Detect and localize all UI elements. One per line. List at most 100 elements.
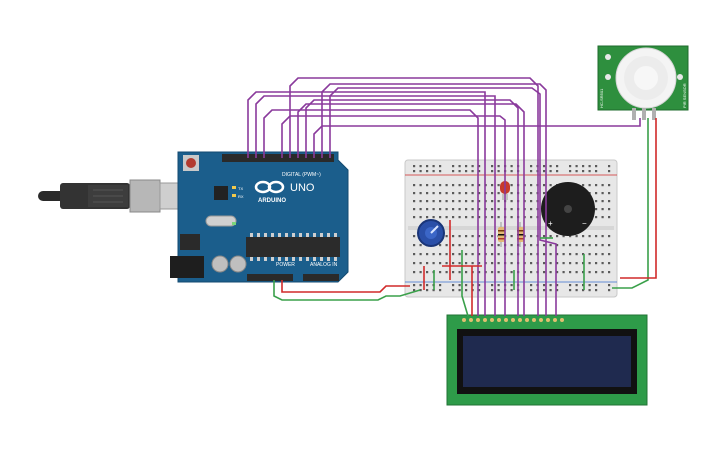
breadboard-hole: [432, 192, 435, 195]
breadboard-hole: [478, 170, 481, 173]
breadboard-hole: [471, 262, 474, 265]
breadboard-hole: [458, 289, 461, 292]
breadboard-hole: [543, 170, 546, 173]
usb-cable: [38, 179, 179, 213]
breadboard-hole: [413, 244, 416, 247]
breadboard-hole: [439, 289, 442, 292]
breadboard-hole: [491, 262, 494, 265]
breadboard-hole: [595, 200, 598, 203]
breadboard-hole: [595, 235, 598, 238]
breadboard-hole: [439, 244, 442, 247]
breadboard-hole: [439, 192, 442, 195]
breadboard-hole: [478, 289, 481, 292]
crystal: [205, 215, 237, 227]
piezo-buzzer: + −: [541, 182, 595, 236]
breadboard-hole: [530, 271, 533, 274]
breadboard-hole: [445, 244, 448, 247]
breadboard-hole: [562, 262, 565, 265]
breadboard-hole: [595, 165, 598, 168]
breadboard-hole: [439, 284, 442, 287]
breadboard-hole: [452, 208, 455, 211]
breadboard-hole: [588, 289, 591, 292]
breadboard-hole: [556, 289, 559, 292]
breadboard-hole: [413, 192, 416, 195]
breadboard-hole: [458, 244, 461, 247]
breadboard-hole: [426, 253, 429, 256]
breadboard-hole: [478, 216, 481, 219]
breadboard-hole: [549, 262, 552, 265]
breadboard-hole: [426, 200, 429, 203]
breadboard-hole: [432, 208, 435, 211]
breadboard-hole: [452, 216, 455, 219]
arduino-board: ARDUINO UNO DIGITAL (PWM~) POWER ANALOG …: [170, 151, 349, 283]
breadboard-hole: [530, 165, 533, 168]
breadboard-hole: [452, 170, 455, 173]
power-header: [247, 274, 293, 281]
breadboard-hole: [595, 208, 598, 211]
breadboard-hole: [543, 165, 546, 168]
breadboard-hole: [530, 192, 533, 195]
breadboard-hole: [413, 200, 416, 203]
breadboard-hole: [543, 271, 546, 274]
breadboard-hole: [562, 253, 565, 256]
breadboard-hole: [491, 289, 494, 292]
tx-label: TX: [238, 186, 243, 191]
breadboard-hole: [569, 235, 572, 238]
breadboard-hole: [497, 244, 500, 247]
breadboard-hole: [478, 244, 481, 247]
resistor-1: [498, 222, 505, 247]
breadboard-hole: [452, 200, 455, 203]
analog-header: [303, 274, 339, 281]
breadboard-hole: [419, 170, 422, 173]
breadboard-hole: [452, 192, 455, 195]
breadboard-hole: [432, 289, 435, 292]
breadboard-hole: [478, 284, 481, 287]
breadboard-hole: [452, 184, 455, 187]
breadboard-hole: [491, 284, 494, 287]
breadboard-hole: [458, 192, 461, 195]
breadboard-hole: [419, 289, 422, 292]
breadboard-hole: [478, 235, 481, 238]
breadboard-hole: [575, 244, 578, 247]
breadboard-hole: [419, 208, 422, 211]
breadboard-hole: [549, 244, 552, 247]
breadboard-hole: [497, 253, 500, 256]
breadboard-hole: [465, 262, 468, 265]
breadboard-hole: [413, 235, 416, 238]
breadboard-hole: [608, 216, 611, 219]
breadboard-hole: [556, 262, 559, 265]
breadboard-hole: [491, 184, 494, 187]
arduino-logo: [254, 180, 285, 194]
breadboard-hole: [478, 200, 481, 203]
analog-label: ANALOG IN: [310, 262, 338, 268]
breadboard-hole: [608, 184, 611, 187]
breadboard-hole: [582, 271, 585, 274]
breadboard-hole: [465, 170, 468, 173]
breadboard-hole: [588, 235, 591, 238]
pir-label-right: PIR SENSOR: [682, 83, 687, 108]
reset-button-cap: [186, 158, 196, 168]
breadboard-hole: [458, 235, 461, 238]
breadboard-hole: [543, 262, 546, 265]
breadboard-hole: [478, 262, 481, 265]
green-wires: [273, 118, 649, 317]
breadboard-hole: [601, 271, 604, 274]
breadboard-hole: [530, 262, 533, 265]
breadboard-hole: [458, 262, 461, 265]
breadboard-hole: [413, 271, 416, 274]
breadboard-hole: [595, 289, 598, 292]
breadboard-hole: [595, 253, 598, 256]
breadboard-hole: [426, 289, 429, 292]
breadboard-hole: [458, 216, 461, 219]
breadboard-hole: [432, 216, 435, 219]
dc-jack: [170, 256, 204, 278]
breadboard-hole: [445, 184, 448, 187]
breadboard-hole: [510, 235, 513, 238]
breadboard-hole: [556, 271, 559, 274]
breadboard-hole: [452, 235, 455, 238]
breadboard-hole: [452, 244, 455, 247]
breadboard-hole: [549, 170, 552, 173]
breadboard-hole: [471, 184, 474, 187]
breadboard-hole: [601, 192, 604, 195]
lcd-display: [446, 314, 648, 406]
